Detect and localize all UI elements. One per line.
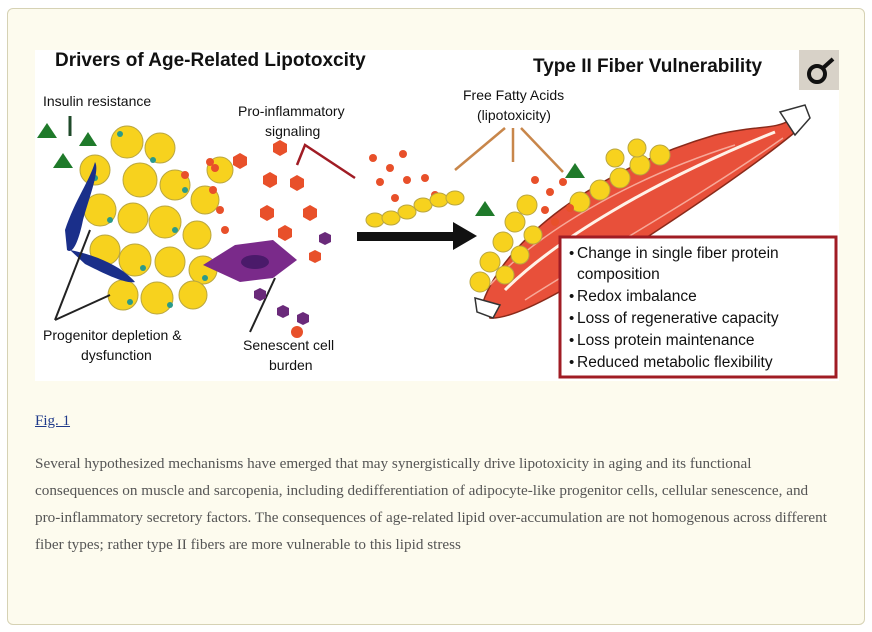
label-progenitor-2: dysfunction [81, 347, 152, 363]
logo-badge-icon [799, 50, 839, 90]
consequence-item: Loss of regenerative capacity [577, 310, 779, 327]
svg-text:•: • [569, 354, 574, 371]
consequence-item: composition [577, 266, 660, 283]
insulin-triangle-icon [37, 123, 585, 216]
lipid-droplets [469, 138, 671, 293]
label-senescent-1: Senescent cell [243, 337, 334, 353]
label-free-fatty-acids-2: (lipotoxicity) [477, 107, 551, 123]
left-title: Drivers of Age-Related Lipotoxcity [55, 50, 366, 71]
figure-link[interactable]: Fig. 1 [35, 413, 71, 429]
consequence-item: Reduced metabolic flexibility [577, 354, 773, 371]
progenitor-cell-icon [65, 162, 135, 283]
label-senescent-2: burden [269, 357, 313, 373]
inflammatory-particles [233, 140, 321, 263]
arrow-right-icon [357, 222, 477, 250]
label-proinflammatory-2: signaling [265, 123, 320, 139]
consequence-item: Redox imbalance [577, 288, 697, 305]
senescent-cell-icon [203, 240, 297, 282]
label-proinflammatory-1: Pro-inflammatory [238, 103, 345, 119]
svg-text:•: • [569, 310, 574, 327]
svg-text:•: • [569, 288, 574, 305]
label-insulin-resistance: Insulin resistance [43, 93, 151, 109]
consequences-box: • Change in single fiber protein composi… [558, 235, 838, 379]
svg-text:•: • [569, 245, 574, 262]
fatty-acid-particles [365, 150, 465, 228]
label-progenitor-1: Progenitor depletion & [43, 327, 182, 343]
consequence-item: Loss protein maintenance [577, 332, 755, 349]
senescent-particles [254, 232, 331, 325]
label-free-fatty-acids-1: Free Fatty Acids [463, 87, 564, 103]
consequence-item: Change in single fiber protein [577, 245, 779, 262]
adipocyte-cluster [79, 125, 234, 315]
figure-caption: Several hypothesized mechanisms have eme… [35, 455, 827, 553]
right-title: Type II Fiber Vulnerability [533, 56, 763, 77]
figure-image: Drivers of Age-Related Lipotoxcity Type … [35, 50, 839, 381]
svg-text:•: • [569, 332, 574, 349]
